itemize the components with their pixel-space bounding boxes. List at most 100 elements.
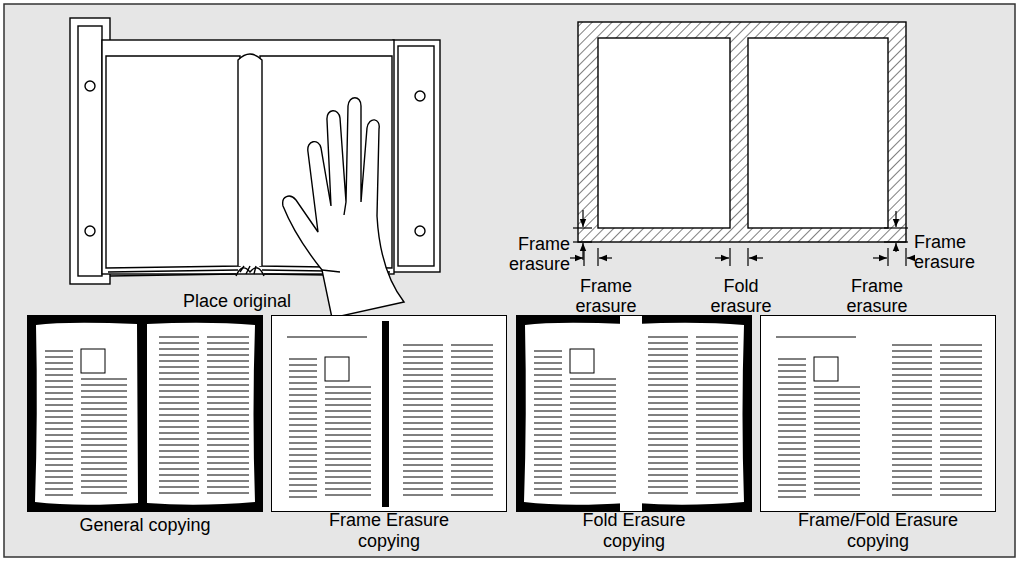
drawing-stroke [570,451,616,452]
drawing-stroke [648,463,688,464]
drawing-stroke [778,497,806,498]
drawing-stroke [451,375,493,376]
drawing-stroke [403,441,443,442]
drawing-stroke [892,399,932,400]
drawing-stroke [289,467,317,468]
drawing-stroke [570,427,616,428]
drawing-stroke [696,349,738,350]
dimension-label: Frame erasure [837,276,917,316]
drawing-stroke [289,443,317,444]
drawing-stroke [534,369,562,370]
drawing-stroke [159,415,199,416]
drawing-stroke [573,241,592,242]
drawing-stroke [45,453,73,454]
drawing-stroke [778,401,806,402]
drawing-stroke [534,357,562,358]
drawing-stroke [207,403,249,404]
drawing-stroke [289,401,317,402]
drawing-stroke [570,433,616,434]
drawing-stroke [516,315,752,512]
drawing-stroke [648,445,688,446]
drawing-stroke [451,423,493,424]
drawing-stroke [403,357,443,358]
drawing-stroke [451,465,493,466]
drawing-stroke [403,447,443,448]
drawing-stroke [814,399,860,400]
drawing-stroke [892,351,932,352]
drawing-stroke [892,381,932,382]
drawing-stroke [892,471,932,472]
drawing-stroke [207,439,249,440]
drawing-stroke [81,403,127,404]
drawing-stroke [696,391,738,392]
drawing-stroke [892,447,932,448]
drawing-stroke [892,375,932,376]
drawing-stroke [85,226,95,236]
drawing-stroke [325,393,371,394]
drawing-stroke [403,363,443,364]
drawing-stroke [729,248,730,266]
drawing-stroke [648,433,688,434]
drawing-stroke [451,441,493,442]
drawing-stroke [778,467,806,468]
drawing-stroke [289,449,317,450]
drawing-stroke [403,423,443,424]
drawing-stroke [892,477,932,478]
drawing-stroke [207,385,249,386]
drawing-stroke [778,491,806,492]
drawing-stroke [289,383,317,384]
drawing-stroke [696,361,738,362]
drawing-stroke [570,379,616,380]
drawing-stroke [814,393,860,394]
drawing-stroke [570,439,616,440]
drawing-stroke [940,441,982,442]
drawing-stroke [325,417,371,418]
drawing-stroke [534,387,562,388]
drawing-stroke [534,375,562,376]
copy-sample [27,315,263,512]
drawing-stroke [814,483,860,484]
dimension-label: Fold erasure [701,276,781,316]
drawing-stroke [778,425,806,426]
drawing-stroke [696,421,738,422]
drawing-stroke [393,40,440,272]
drawing-stroke [776,337,856,338]
drawing-stroke [289,437,317,438]
copy-samples [27,315,996,512]
drawing-stroke [648,469,688,470]
drawing-stroke [895,243,896,252]
drawing-stroke [325,411,371,412]
drawing-stroke [289,395,317,396]
drawing-stroke [940,453,982,454]
drawing-stroke [207,337,249,338]
drawing-stroke [940,411,982,412]
drawing-stroke [892,393,932,394]
drawing-stroke [289,455,317,456]
drawing-stroke [940,405,982,406]
drawing-stroke [940,399,982,400]
drawing-stroke [283,98,404,318]
drawing-stroke [887,248,888,266]
drawing-stroke [238,54,262,266]
drawing-stroke [159,397,199,398]
drawing-stroke [778,377,806,378]
drawing-stroke [159,337,199,338]
drawing-stroke [814,477,860,478]
drawing-stroke [289,485,317,486]
drawing-stroke [892,459,932,460]
drawing-stroke [778,371,806,372]
drawing-stroke [207,343,249,344]
drawing-stroke [403,435,443,436]
drawing-stroke [325,489,371,490]
drawing-stroke [207,445,249,446]
drawing-stroke [940,423,982,424]
drawing-stroke [648,337,688,338]
drawing-stroke [778,389,806,390]
drawing-stroke [570,397,616,398]
drawing-stroke [451,429,493,430]
drawing-stroke [907,257,912,258]
drawing-stroke [648,367,688,368]
drawing-stroke [403,387,443,388]
drawing-stroke [403,471,443,472]
drawing-stroke [892,429,932,430]
